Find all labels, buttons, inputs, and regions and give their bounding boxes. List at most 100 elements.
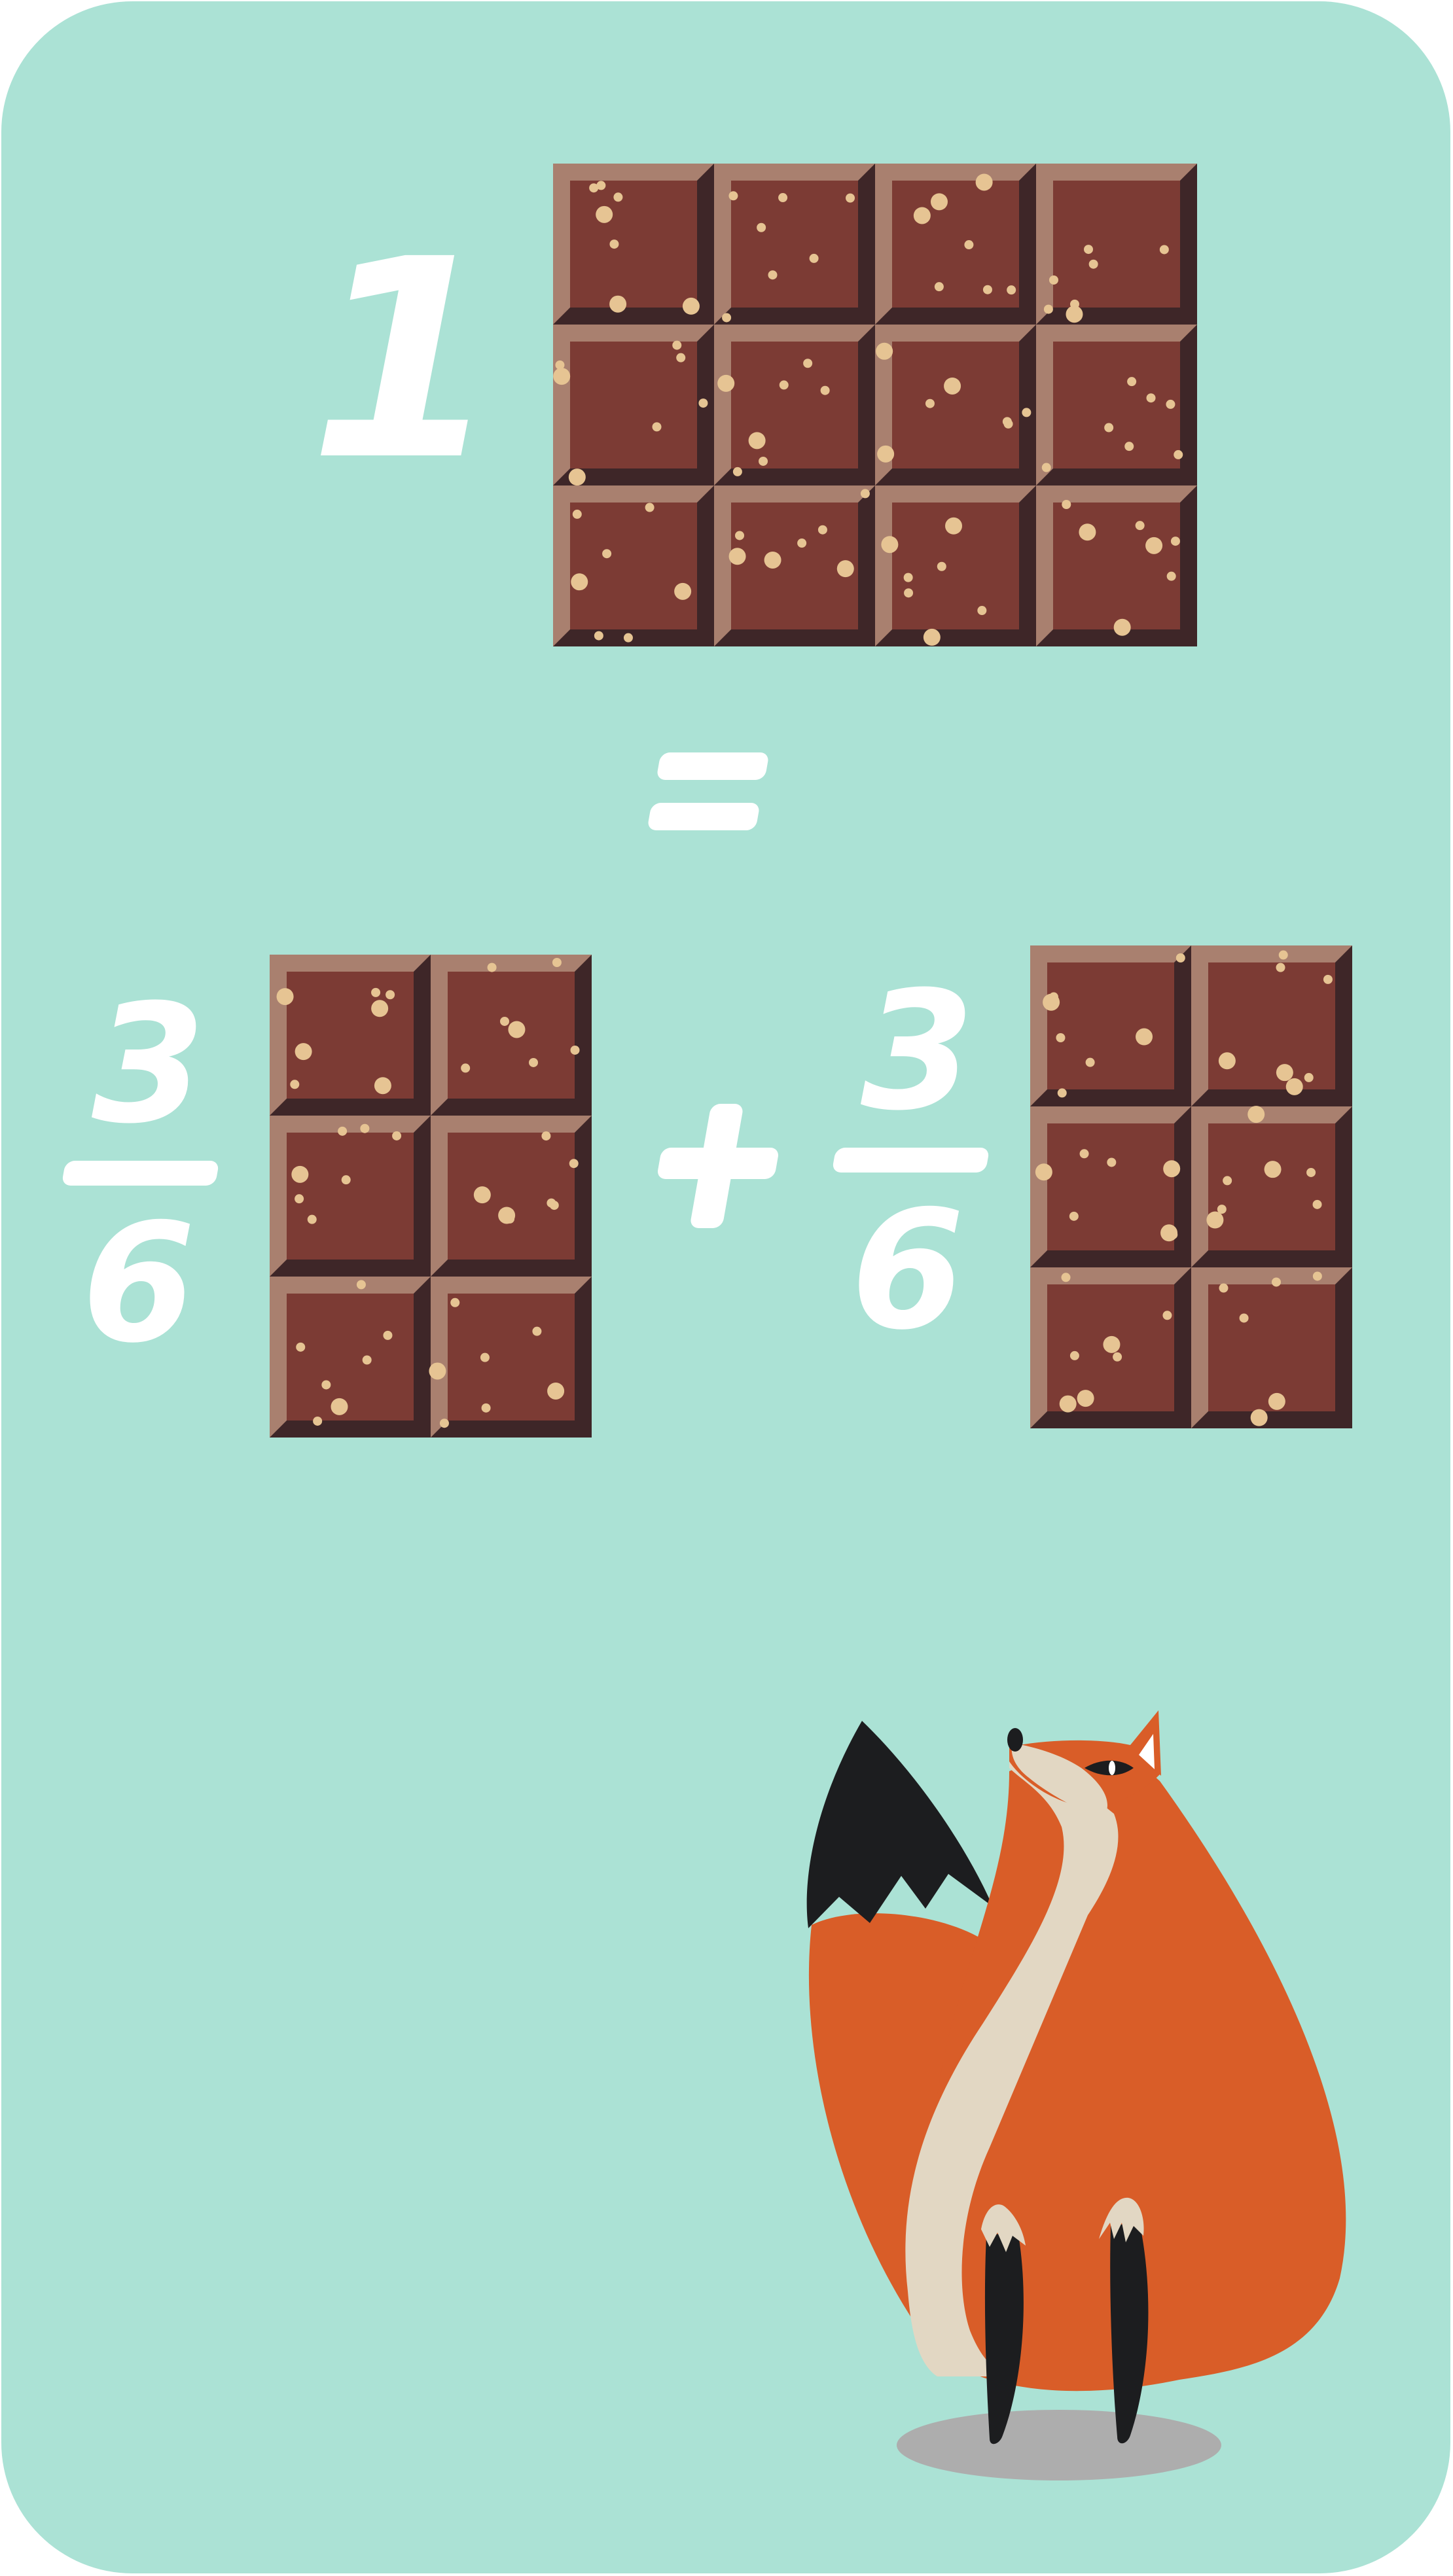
sprinkle [1059, 1395, 1077, 1413]
sprinkle [1079, 523, 1096, 541]
sprinkle [945, 517, 963, 535]
sprinkle [728, 191, 738, 201]
sprinkle [975, 173, 993, 191]
sprinkle [913, 207, 931, 224]
sprinkle [1219, 1283, 1229, 1293]
right-half-chocolate-bar [1030, 945, 1352, 1428]
sprinkle [1085, 1057, 1095, 1067]
sprinkle [1206, 1211, 1224, 1229]
sprinkle [779, 380, 789, 390]
sprinkle [1174, 450, 1183, 459]
sprinkle [1170, 537, 1180, 546]
sprinkle [276, 988, 294, 1006]
sprinkle [307, 1214, 317, 1224]
chocolate-square [431, 1116, 592, 1277]
sprinkle [1113, 1352, 1122, 1362]
chocolate-grid [553, 164, 1197, 646]
sprinkle [360, 1123, 370, 1133]
sprinkle [570, 1045, 580, 1055]
sprinkle [553, 368, 571, 385]
sprinkle [321, 1380, 331, 1390]
sprinkle [291, 1165, 309, 1183]
sprinkle [1304, 1072, 1314, 1082]
sprinkle [1268, 1392, 1285, 1410]
fox-front-leg-left [984, 2234, 1024, 2444]
sprinkle [944, 377, 961, 395]
chocolate-square [1036, 485, 1197, 646]
sprinkle [1217, 1205, 1227, 1214]
sprinkle [1113, 618, 1131, 636]
sprinkle [982, 285, 992, 294]
sprinkle [568, 468, 586, 486]
sprinkle [1088, 259, 1098, 269]
sprinkle [1003, 419, 1013, 429]
sprinkle [1239, 1313, 1249, 1323]
sprinkle [1022, 408, 1031, 417]
chocolate-square [1191, 1106, 1352, 1267]
sprinkle [1104, 423, 1114, 432]
sprinkle [1323, 974, 1333, 984]
sprinkle [1069, 1211, 1079, 1221]
sprinkle [338, 1126, 348, 1136]
chocolate-square [553, 485, 714, 646]
fox-front-leg-right-fur [1099, 2197, 1144, 2242]
sprinkle [1264, 1161, 1282, 1178]
sprinkle [732, 467, 742, 476]
sprinkle [846, 193, 855, 203]
chocolate-grid [1030, 945, 1352, 1428]
chocolate-square [714, 164, 875, 325]
right-fraction-denominator: 6 [851, 1175, 965, 1366]
chocolate-grid [270, 955, 592, 1438]
sprinkle [1145, 537, 1163, 554]
sprinkle [1077, 1390, 1094, 1407]
chocolate-square [553, 325, 714, 486]
sprinkle [589, 183, 599, 193]
sprinkle [392, 1131, 402, 1140]
fox-body [929, 1754, 1346, 2391]
sprinkle [764, 551, 781, 569]
sprinkle [652, 422, 662, 432]
sprinkle [461, 1063, 471, 1073]
sprinkle [532, 1326, 542, 1336]
sprinkle [757, 222, 766, 232]
sprinkle [1175, 953, 1185, 963]
sprinkle [529, 1057, 539, 1067]
sprinkle [1124, 442, 1134, 451]
sprinkle [817, 525, 827, 535]
fox-muzzle [1011, 1743, 1107, 1820]
sprinkle [682, 297, 700, 315]
sprinkle [1163, 1160, 1181, 1178]
sprinkle [296, 1342, 306, 1352]
sprinkle [672, 340, 682, 350]
sprinkle [1136, 1028, 1153, 1046]
fox-nose [1007, 1728, 1023, 1752]
sprinkle [1041, 463, 1051, 472]
left-fraction-numerator: 3 [92, 969, 206, 1159]
sprinkle [331, 1398, 348, 1415]
sprinkle [1061, 1273, 1071, 1282]
chocolate-square [714, 325, 875, 485]
left-fraction-denominator: 6 [82, 1188, 196, 1379]
left-half-chocolate-bar [270, 955, 592, 1438]
sprinkle [1035, 1163, 1052, 1181]
sprinkle [748, 432, 766, 450]
fox-chest [905, 1742, 1119, 2376]
sprinkle [356, 1280, 366, 1290]
sprinkle [934, 282, 944, 292]
sprinkle [1276, 962, 1285, 972]
sprinkle [860, 489, 870, 499]
sprinkle [371, 987, 381, 997]
sprinkle [674, 582, 692, 600]
sprinkle [313, 1416, 323, 1426]
sprinkle [923, 628, 941, 646]
sprinkle [572, 509, 582, 519]
sprinkle [717, 374, 735, 392]
sprinkle [1057, 1088, 1067, 1098]
sprinkle [1223, 1176, 1232, 1186]
sprinkle [439, 1419, 449, 1428]
sprinkle [1218, 1052, 1236, 1070]
sprinkle [903, 573, 913, 582]
chocolate-square [1191, 1267, 1352, 1428]
sprinkle [1166, 571, 1176, 581]
